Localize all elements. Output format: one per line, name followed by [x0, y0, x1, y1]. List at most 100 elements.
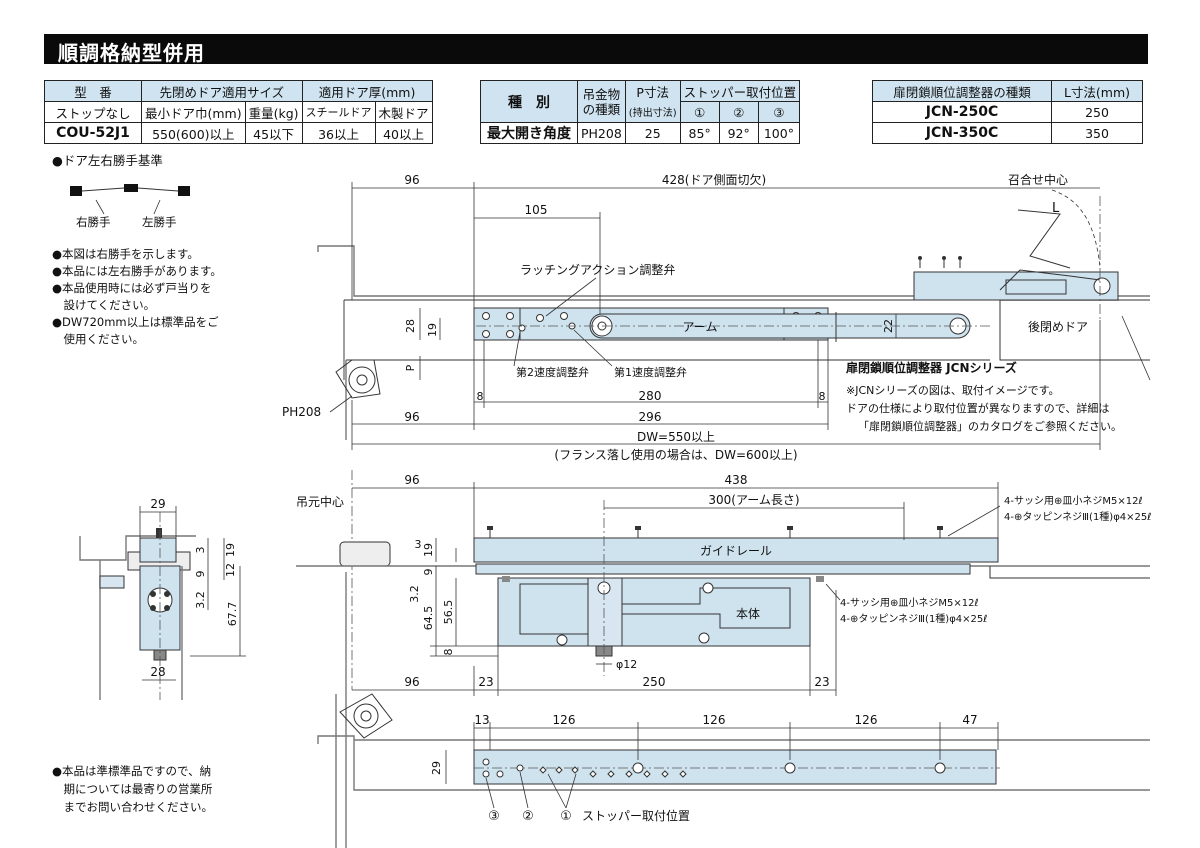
dim-8-front: 8: [442, 649, 455, 656]
dim-126-b: 126: [703, 713, 726, 727]
dim-3-side: 3: [194, 547, 207, 554]
note-4b: 使用ください。: [52, 332, 144, 346]
dw-label: DW=550以上: [637, 430, 715, 444]
dim-23-left: 23: [478, 675, 493, 689]
dim-250: 250: [643, 675, 666, 689]
a3-cell: 100°: [757, 122, 801, 144]
title-bar: 順調格納型併用: [44, 34, 1148, 65]
th-s3: ③: [757, 101, 801, 123]
th-thickness: 適用ドア厚(mm): [301, 80, 433, 102]
dim-29-side: 29: [150, 497, 165, 511]
right-hand-label: 右勝手: [76, 215, 111, 229]
dw-note: (フランス落し使用の場合は、DW=600以上): [554, 447, 797, 462]
dim-96-front: 96: [404, 473, 419, 487]
meet-center-label: 召合せ中心: [1008, 172, 1068, 187]
dim-428: 428(ドア側面切欠): [662, 172, 766, 187]
rail-view: [317, 693, 1150, 848]
dim-3-front: 3: [415, 538, 422, 551]
model-cell: COU-52J1: [44, 122, 142, 144]
dim-96-mid: 96: [404, 410, 419, 424]
note-1: ●本図は右勝手を示します。: [52, 247, 199, 261]
th-jcn-type: 扉閉鎖順位調整器の種類: [872, 80, 1052, 102]
screw-spec-3: 4-サッシ用⊕皿小ネジM5×12ℓ: [840, 597, 979, 609]
latch-valve-label: ラッチングアクション調整弁: [520, 262, 675, 277]
dim-96-top: 96: [404, 173, 419, 187]
left-hand-label: 左勝手: [142, 215, 177, 229]
note-5b: 期については最寄りの営業所: [52, 782, 213, 796]
rail-plan: [473, 749, 997, 785]
top-view: [317, 182, 1151, 450]
hand-diagram: [70, 184, 190, 215]
page-title: 順調格納型併用: [58, 41, 205, 65]
th-stopper: ストッパー取付位置: [679, 80, 801, 102]
top-view-labels: 96 428(ドア側面切欠) 105 召合せ中心 L ラッチングアクション調整弁…: [282, 172, 1122, 462]
note-5a: ●本品は準標準品ですので、納: [52, 764, 212, 778]
hand-title: ●ドア左右勝手基準: [52, 153, 163, 168]
th-stop: ストップなし: [44, 101, 142, 123]
screw-spec-2: 4-⊕タッピンネジⅢ(1種)φ4×25ℓ: [1004, 510, 1151, 523]
type-table: 種 別 吊金物 の種類 P寸法 ストッパー取付位置 (持出寸法) ① ② ③ 最…: [480, 80, 801, 144]
dim-29-rail: 29: [430, 761, 443, 775]
dim-9-front: 9: [422, 569, 435, 576]
note-3a: ●本品使用時には必ず戸当りを: [52, 281, 212, 295]
th-p-sub: (持出寸法): [624, 101, 681, 123]
screw-spec-4: 4-⊕タッピンネジⅢ(1種)φ4×25ℓ: [840, 612, 987, 625]
th-steel: スチールドア: [301, 101, 376, 123]
note-3b: 設けてください。: [52, 298, 156, 312]
guide-rail-label: ガイドレール: [700, 544, 772, 558]
arm-label: アーム: [683, 320, 718, 334]
phi12-label: φ12: [616, 658, 637, 671]
ph208-label: PH208: [282, 405, 321, 419]
front-view-labels: 96 438 吊元中心 300(アーム長さ) 4-サッシ用⊕皿小ネジM5×12ℓ…: [296, 473, 1151, 689]
stopper-3-label: ③: [488, 809, 500, 824]
p-cell: 25: [624, 122, 681, 144]
th-weight: 重量(kg): [244, 101, 303, 123]
wood-cell: 40以上: [374, 122, 433, 144]
dim-22: 22: [882, 319, 895, 333]
dim-438: 438: [725, 473, 748, 487]
side-view: [79, 506, 246, 700]
th-l: L寸法(mm): [1051, 80, 1143, 102]
dim-105: 105: [525, 203, 548, 217]
dim-3-2-front: 3.2: [408, 585, 421, 603]
dim-19-side: 19: [224, 543, 237, 557]
dim-64-5: 64.5: [422, 606, 435, 631]
stopper-1-label: ①: [560, 809, 572, 824]
dim-23-right: 23: [814, 675, 829, 689]
jcn-250-l-cell: 250: [1051, 101, 1143, 123]
dim-19-front: 19: [422, 543, 435, 557]
dim-28-top: 28: [404, 319, 417, 333]
guide-rail: [473, 537, 999, 563]
dim-12-side: 12: [224, 563, 237, 577]
jcn-350-l-cell: 350: [1051, 122, 1143, 144]
screw-spec-1: 4-サッシ用⊕皿小ネジM5×12ℓ: [1004, 495, 1143, 507]
L-label: L: [1052, 201, 1060, 216]
notes-bottom: ●本品は準標準品ですので、納 期については最寄りの営業所 までお問い合わせくださ…: [52, 762, 213, 816]
note-2: ●本品には左右勝手があります。: [52, 264, 222, 278]
min-width-cell: 550(600)以上: [141, 122, 246, 144]
dim-8-left: 8: [477, 390, 484, 403]
jcn-note-2: ドアの仕様により取付位置が異なりますので、詳細は: [846, 401, 1109, 415]
dim-13: 13: [474, 713, 489, 727]
notes-block: ●本図は右勝手を示します。 ●本品には左右勝手があります。 ●本品使用時には必ず…: [52, 246, 222, 348]
jcn-250-cell: JCN-250C: [872, 101, 1052, 123]
second-valve-label: 第2速度調整弁: [516, 365, 589, 379]
stopper-position-label: ストッパー取付位置: [582, 808, 690, 823]
dim-280: 280: [639, 389, 662, 403]
first-valve-label: 第1速度調整弁: [614, 365, 687, 379]
dim-56-5: 56.5: [442, 600, 455, 625]
note-5c: までお問い合わせください。: [52, 800, 213, 814]
th-wood: 木製ドア: [374, 101, 433, 123]
dim-96-bottom: 96: [404, 675, 419, 689]
dim-P: P: [404, 364, 417, 371]
dim-126-c: 126: [855, 713, 878, 727]
rear-door-label: 後閉めドア: [1028, 320, 1088, 334]
jcn-note-3: 「扉閉鎖順位調整器」のカタログをご参照ください。: [858, 419, 1122, 433]
jcn-note-1: ※JCNシリーズの図は、取付イメージです。: [846, 383, 1060, 397]
jcn-title: 扉閉鎖順位調整器 JCNシリーズ: [846, 360, 1017, 375]
side-view-labels: 29 3 19 12 9 3.2 67.7 28: [150, 497, 239, 679]
pivot-center-label: 吊元中心: [296, 494, 344, 509]
body-label: 本体: [736, 607, 760, 621]
dim-296: 296: [639, 410, 662, 424]
